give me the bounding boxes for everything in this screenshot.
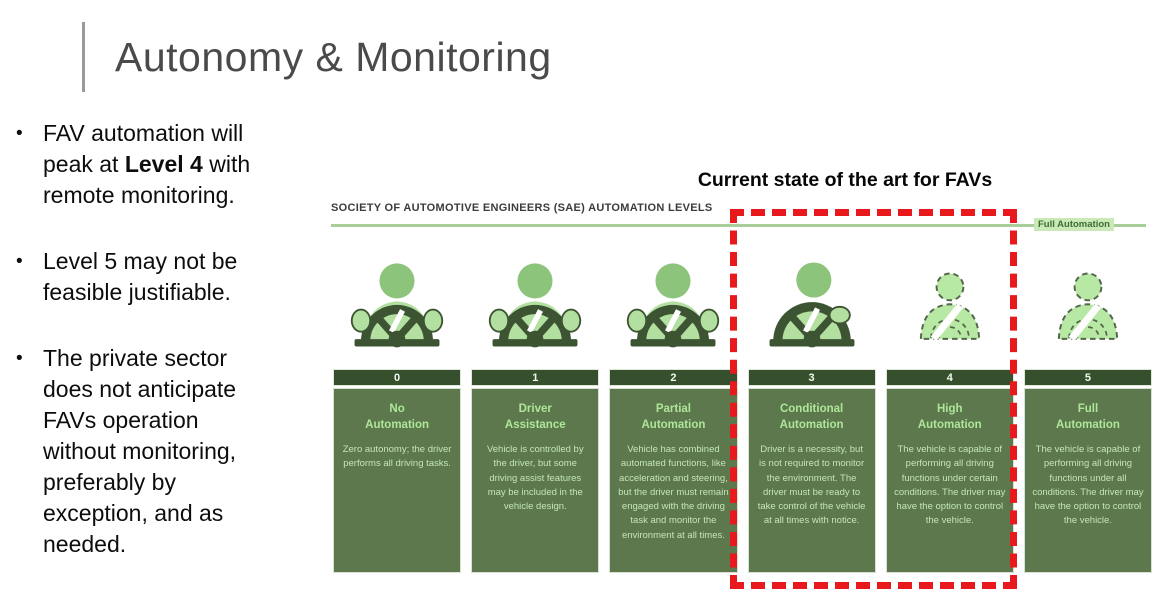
level-title: No Automation: [365, 403, 430, 431]
bullet-marker: •: [16, 123, 23, 144]
bullet-text: FAV automation will peak at Level 4 with…: [43, 118, 250, 211]
level-number: 0: [333, 369, 462, 386]
level-number: 3: [747, 369, 876, 386]
driver-hands-on-wheel-icon: [471, 247, 599, 354]
level-card: Partial Automation Vehicle has combined …: [609, 388, 738, 573]
bullet-text: The private sector does not anticipate F…: [43, 343, 236, 560]
title-block: Autonomy & Monitoring: [82, 22, 552, 92]
level-title: Driver Assistance: [504, 403, 566, 431]
page-title: Autonomy & Monitoring: [115, 33, 552, 80]
sae-column-4: 4 High Automation The vehicle is capable…: [885, 247, 1014, 573]
level-card: Full Automation The vehicle is capable o…: [1023, 388, 1153, 573]
list-item: • The private sector does not anticipate…: [16, 343, 316, 560]
sae-column-3: 3 Conditional Automation Driver is a nec…: [747, 247, 876, 573]
level-card: High Automation The vehicle is capable o…: [885, 388, 1014, 573]
full-automation-tag: Full Automation: [1034, 218, 1114, 231]
sae-column-5: 5 Full Automation The vehicle is capable…: [1023, 247, 1153, 573]
sae-column-0: 0 No Automation Zero autonomy; the drive…: [333, 247, 462, 573]
title-accent-bar: [82, 22, 85, 92]
level-title: Partial Automation: [641, 403, 706, 431]
sae-axis-line: [331, 224, 1146, 227]
level-description: Driver is a necessity, but is not requir…: [757, 444, 866, 527]
list-item: • Level 5 may not be feasible justifiabl…: [16, 246, 316, 308]
list-item: • FAV automation will peak at Level 4 wi…: [16, 118, 316, 211]
level-card: Driver Assistance Vehicle is controlled …: [471, 388, 600, 573]
driver-hands-on-wheel-icon: [333, 247, 461, 354]
current-state-highlight-box: [730, 209, 1017, 589]
bullet-text-pre: FAV automation will peak at: [43, 120, 244, 177]
bullet-text-bold: Level 4: [124, 151, 203, 177]
level-description: Vehicle is controlled by the driver, but…: [486, 444, 584, 513]
level-card: Conditional Automation Driver is a neces…: [747, 388, 876, 573]
level-description: The vehicle is capable of performing all…: [1032, 444, 1144, 527]
level-description: Vehicle has combined automated functions…: [618, 444, 729, 541]
level-card: No Automation Zero autonomy; the driver …: [333, 388, 462, 573]
level-title: High Automation: [917, 403, 982, 431]
sae-levels-table: 0 No Automation Zero autonomy; the drive…: [333, 247, 1153, 573]
panel-heading: Current state of the art for FAVs: [697, 169, 993, 191]
bullet-text-post: with remote monitoring.: [43, 151, 251, 208]
bullet-text: Level 5 may not be feasible justifiable.: [43, 246, 237, 308]
level-description: The vehicle is capable of performing all…: [894, 444, 1006, 527]
driver-optional-dashed-icon: [1024, 247, 1152, 354]
sae-column-1: 1 Driver Assistance Vehicle is controlle…: [471, 247, 600, 573]
driver-one-hand-on-wheel-icon: [748, 247, 876, 354]
level-number: 5: [1023, 369, 1153, 386]
bullet-marker: •: [16, 251, 23, 272]
driver-optional-dashed-icon: [886, 247, 1014, 354]
level-number: 1: [471, 369, 600, 386]
sae-column-2: 2 Partial Automation Vehicle has combine…: [609, 247, 738, 573]
level-description: Zero autonomy; the driver performs all d…: [342, 444, 452, 470]
level-number: 2: [609, 369, 738, 386]
bullet-text-pre: The private sector does not anticipate F…: [43, 345, 237, 557]
sae-label: SOCIETY OF AUTOMOTIVE ENGINEERS (SAE) AU…: [331, 202, 713, 214]
bullet-list: • FAV automation will peak at Level 4 wi…: [16, 118, 316, 595]
bullet-text-pre: Level 5 may not be feasible justifiable.: [43, 248, 238, 305]
bullet-marker: •: [16, 348, 23, 369]
driver-hands-on-wheel-icon: [609, 247, 737, 354]
level-title: Conditional Automation: [779, 403, 844, 431]
level-title: Full Automation: [1056, 403, 1120, 431]
